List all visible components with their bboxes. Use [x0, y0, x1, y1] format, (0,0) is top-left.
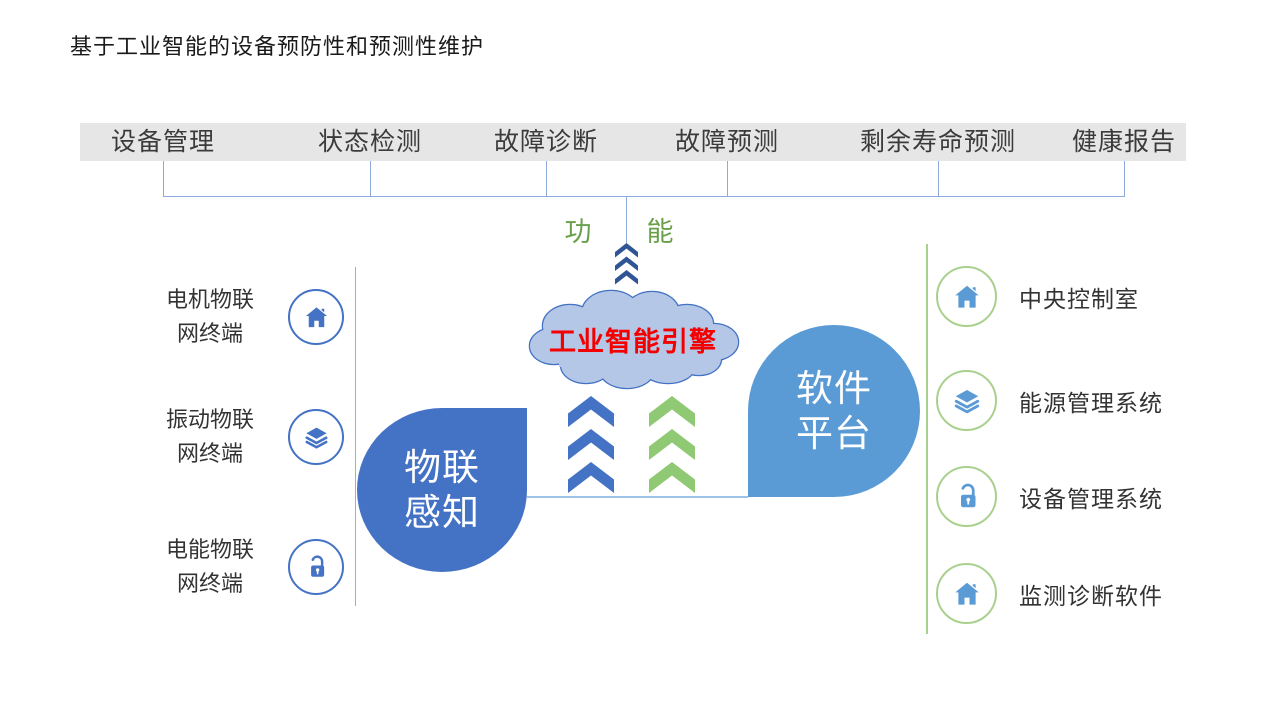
unlock-icon [303, 554, 330, 581]
function-bar-item-device-mgmt: 设备管理 [110, 128, 216, 156]
function-bar-item-health-report: 健康报告 [1071, 128, 1177, 156]
list-item-power-iot: 电能物联 网终端 [146, 537, 344, 596]
layers-icon [303, 424, 330, 451]
layers-icon [952, 386, 982, 416]
energy-mgmt-label: 能源管理系统 [1019, 389, 1163, 416]
device-mgmt-circle [936, 466, 997, 527]
function-label-left: 功 [564, 217, 592, 247]
device-mgmt-label: 设备管理系统 [1019, 485, 1163, 512]
iot-perception-blob: 物联 感知 [357, 408, 527, 572]
energy-mgmt-circle [936, 370, 997, 431]
cloud-shape-icon [528, 289, 740, 390]
function-label-right: 能 [646, 217, 674, 247]
connector-drop-1 [163, 161, 164, 196]
left-separator-line [355, 267, 356, 606]
green-up-chevrons-icon [649, 396, 695, 493]
iot-perception-line1: 物联 [404, 446, 480, 488]
central-control-label: 中央控制室 [1019, 285, 1139, 312]
small-up-chevrons-icon [615, 243, 638, 285]
list-item-central-control: 中央控制室 [936, 266, 1139, 327]
list-item-motor-iot: 电机物联 网终端 [146, 287, 344, 346]
motor-iot-label: 电机物联 网终端 [165, 286, 254, 346]
power-iot-circle [288, 539, 344, 595]
home-icon [952, 282, 982, 312]
connector-drop-5 [938, 161, 939, 196]
intelligence-engine-cloud: 工业智能引擎 [524, 282, 742, 396]
connector-bracket-line [163, 196, 1125, 197]
monitor-diagnosis-circle [936, 563, 997, 624]
vibration-iot-circle [288, 409, 344, 465]
connector-drop-6 [1124, 161, 1125, 196]
blob-connector-line [527, 496, 748, 498]
software-platform-line1: 软件 [796, 367, 872, 409]
software-platform-blob: 软件 平台 [748, 325, 920, 497]
blue-up-chevrons-icon [568, 396, 614, 493]
software-platform-line2: 平台 [796, 413, 872, 454]
function-bar-item-status-check: 状态检测 [317, 128, 423, 156]
function-bar-item-fault-diag: 故障诊断 [493, 128, 599, 156]
page-title: 基于工业智能的设备预防性和预测性维护 [70, 34, 485, 59]
connector-drop-2 [370, 161, 371, 196]
unlock-icon [952, 482, 982, 512]
connector-drop-3 [546, 161, 547, 196]
function-bar: 设备管理 状态检测 故障诊断 故障预测 剩余寿命预测 健康报告 [80, 123, 1186, 161]
home-icon [952, 579, 982, 609]
iot-perception-line2: 感知 [404, 492, 480, 533]
vibration-iot-label: 振动物联 网终端 [165, 406, 254, 466]
connector-center-drop [626, 196, 627, 243]
function-bar-item-rul-predict: 剩余寿命预测 [859, 128, 1017, 156]
list-item-energy-mgmt: 能源管理系统 [936, 370, 1163, 431]
home-icon [303, 304, 330, 331]
engine-label: 工业智能引擎 [549, 326, 717, 357]
function-bar-item-fault-predict: 故障预测 [674, 128, 780, 156]
monitor-diagnosis-label: 监测诊断软件 [1019, 582, 1163, 609]
central-control-circle [936, 266, 997, 327]
list-item-device-mgmt-system: 设备管理系统 [936, 466, 1163, 527]
list-item-monitor-diagnosis: 监测诊断软件 [936, 563, 1163, 624]
list-item-vibration-iot: 振动物联 网终端 [146, 407, 344, 466]
connector-drop-4 [727, 161, 728, 196]
power-iot-label: 电能物联 网终端 [165, 536, 254, 596]
right-separator-line [926, 244, 928, 634]
motor-iot-circle [288, 289, 344, 345]
